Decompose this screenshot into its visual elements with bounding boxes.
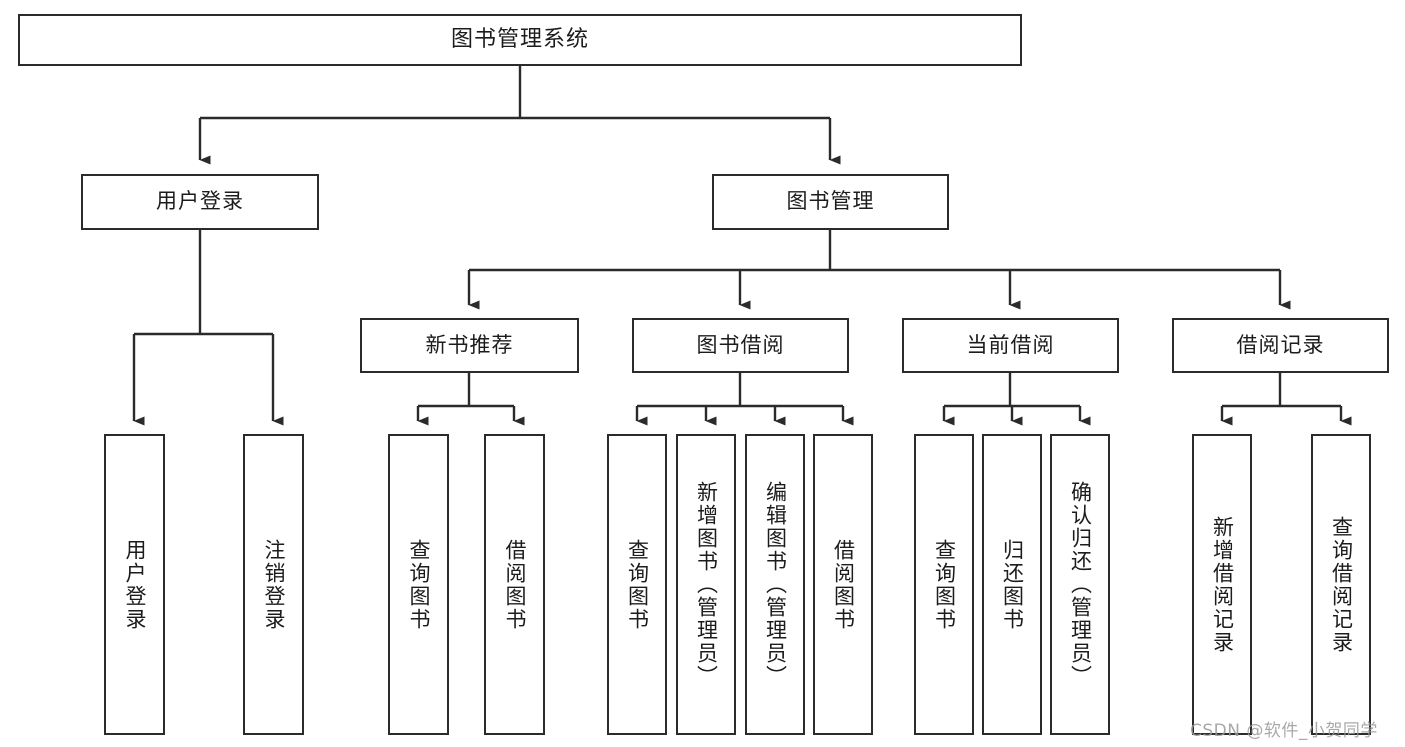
node-leaf-confirm-return[interactable]: 确认归还（管理员） xyxy=(1050,434,1110,735)
node-leaf-add-book-label: 新增图书（管理员） xyxy=(694,481,719,688)
node-leaf-add-book[interactable]: 新增图书（管理员） xyxy=(676,434,736,735)
node-new-book-rec[interactable]: 新书推荐 xyxy=(360,318,579,373)
node-leaf-query-book-bb-label: 查询图书 xyxy=(625,538,650,631)
node-leaf-query-record-label: 查询借阅记录 xyxy=(1329,515,1354,654)
node-book-borrow-label: 图书借阅 xyxy=(696,332,785,357)
node-borrow-record[interactable]: 借阅记录 xyxy=(1172,318,1389,373)
node-borrow-record-label: 借阅记录 xyxy=(1236,332,1325,357)
node-leaf-confirm-return-label: 确认归还（管理员） xyxy=(1068,481,1093,688)
node-root-label: 图书管理系统 xyxy=(450,26,589,52)
watermark-text: CSDN @软件_小贺同学 xyxy=(1190,721,1378,741)
node-leaf-user-login[interactable]: 用户登录 xyxy=(104,434,165,735)
node-current-borrow[interactable]: 当前借阅 xyxy=(902,318,1119,373)
node-leaf-query-book-rec-label: 查询图书 xyxy=(406,538,431,631)
node-new-book-rec-label: 新书推荐 xyxy=(425,332,514,357)
node-leaf-logout[interactable]: 注销登录 xyxy=(243,434,304,735)
node-leaf-query-record[interactable]: 查询借阅记录 xyxy=(1311,434,1371,735)
node-leaf-borrow-book-rec[interactable]: 借阅图书 xyxy=(484,434,545,735)
node-leaf-query-book-cb-label: 查询图书 xyxy=(932,538,957,631)
node-leaf-query-book-bb[interactable]: 查询图书 xyxy=(607,434,667,735)
node-leaf-borrow-book-rec-label: 借阅图书 xyxy=(502,538,527,631)
node-leaf-edit-book[interactable]: 编辑图书（管理员） xyxy=(745,434,805,735)
node-leaf-add-record[interactable]: 新增借阅记录 xyxy=(1192,434,1252,735)
node-leaf-return-book-label: 归还图书 xyxy=(1000,538,1025,631)
node-leaf-query-book-rec[interactable]: 查询图书 xyxy=(388,434,449,735)
node-user-login-label: 用户登录 xyxy=(156,189,244,214)
node-leaf-return-book[interactable]: 归还图书 xyxy=(982,434,1042,735)
node-user-login[interactable]: 用户登录 xyxy=(81,174,319,230)
node-book-borrow[interactable]: 图书借阅 xyxy=(632,318,849,373)
node-root[interactable]: 图书管理系统 xyxy=(18,14,1022,66)
node-leaf-edit-book-label: 编辑图书（管理员） xyxy=(763,481,788,688)
node-current-borrow-label: 当前借阅 xyxy=(966,332,1055,357)
node-leaf-borrow-book-bb-label: 借阅图书 xyxy=(831,538,856,631)
node-leaf-borrow-book-bb[interactable]: 借阅图书 xyxy=(813,434,873,735)
node-book-manage-label: 图书管理 xyxy=(786,189,875,214)
node-leaf-add-record-label: 新增借阅记录 xyxy=(1210,515,1235,654)
node-book-manage[interactable]: 图书管理 xyxy=(712,174,949,230)
node-leaf-user-login-label: 用户登录 xyxy=(122,538,147,631)
node-leaf-logout-label: 注销登录 xyxy=(261,538,286,631)
node-leaf-query-book-cb[interactable]: 查询图书 xyxy=(914,434,974,735)
